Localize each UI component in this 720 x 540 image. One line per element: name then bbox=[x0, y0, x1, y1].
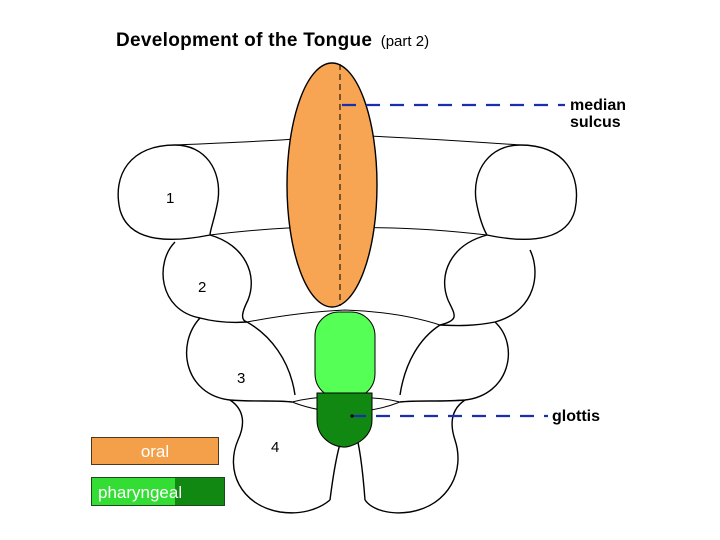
median-sulcus-label-line2: sulcus bbox=[570, 114, 621, 131]
median-sulcus-label-line1: median bbox=[570, 97, 627, 114]
pharyngeal-dark-region bbox=[316, 392, 373, 448]
right-arch-1 bbox=[486, 144, 578, 241]
left-arch-1-bulge bbox=[174, 144, 220, 236]
right-arch-3 bbox=[399, 321, 510, 403]
title-main: Development of the Tongue bbox=[116, 30, 373, 51]
right-arch-2 bbox=[439, 234, 488, 326]
left-arch-2 bbox=[209, 234, 252, 323]
right-arch-1-bulge bbox=[474, 144, 521, 236]
legend-oral: oral bbox=[91, 437, 219, 465]
left-arch-3-upper bbox=[246, 321, 296, 396]
glottis-dot bbox=[350, 414, 354, 418]
median-sulcus-label: median sulcus bbox=[570, 97, 626, 131]
diagram-title: Development of the Tongue (part 2) bbox=[116, 30, 429, 52]
left-arch-4 bbox=[229, 399, 331, 514]
legend-pharyngeal: pharyngeal bbox=[91, 477, 225, 506]
left-arches bbox=[117, 144, 331, 514]
right-arch-2-lower bbox=[439, 249, 536, 327]
arch-number-1: 1 bbox=[166, 190, 175, 207]
left-arch-3 bbox=[185, 317, 293, 403]
glottis-label: glottis bbox=[552, 408, 600, 425]
arch-number-3: 3 bbox=[237, 370, 246, 387]
arch-number-4: 4 bbox=[271, 439, 280, 456]
contour-3 bbox=[246, 309, 441, 326]
title-sub: (part 2) bbox=[380, 33, 430, 50]
left-arch-1 bbox=[117, 144, 211, 241]
right-arch-3-upper bbox=[399, 324, 441, 396]
arch-number-2: 2 bbox=[198, 279, 207, 296]
left-arch-2-lower bbox=[162, 241, 248, 324]
oral-tongue-ellipse bbox=[286, 62, 378, 308]
right-arch-4 bbox=[364, 399, 466, 514]
pharyngeal-light-region bbox=[314, 311, 376, 399]
right-arches bbox=[329, 144, 578, 514]
